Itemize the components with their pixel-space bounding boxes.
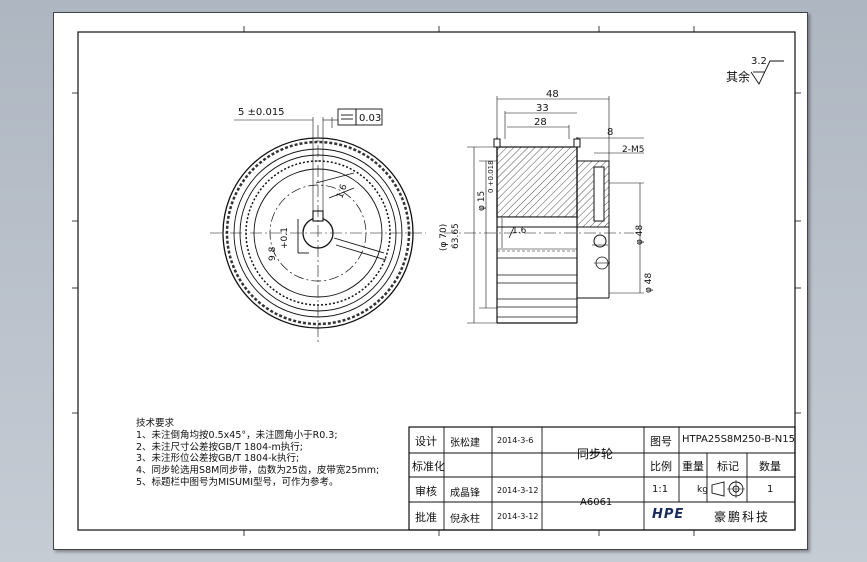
drawing-sheet: 其余 3.2 5 ±0.015 0.03 +0.1 9.8 1.6 48 33 … xyxy=(53,12,808,550)
note-item-1: 1、未注倒角均按0.5x45°，未注圆角小于R0.3; xyxy=(136,429,338,441)
tb-approve-label: 批准 xyxy=(415,511,437,524)
tb-part-name: 同步轮 xyxy=(577,447,614,461)
title-block-grid xyxy=(408,426,796,531)
dim-symmetry-tol: 0.03 xyxy=(359,113,381,124)
tb-design-name: 张松建 xyxy=(450,438,480,449)
dim-keyway-depth: 9.8 xyxy=(268,246,278,261)
dim-keyway-width: 5 ±0.015 xyxy=(238,107,285,118)
dim-length-33: 33 xyxy=(536,103,549,114)
dim-pitch-dia: 63.65 xyxy=(451,223,461,249)
roughness-text: 其余 xyxy=(726,69,750,84)
projection-symbol-icon xyxy=(711,480,745,498)
dim-shaft-tol: 0 +0.018 xyxy=(487,160,495,193)
tb-scale: 1:1 xyxy=(652,484,669,495)
tb-std-label: 标准化 xyxy=(412,460,445,473)
tb-company: 豪鹏科技 xyxy=(714,510,771,524)
notes-title: 技术要求 xyxy=(136,418,175,429)
tb-approve-date: 2014-3-12 xyxy=(497,512,539,521)
dim-length-28: 28 xyxy=(534,117,547,128)
side-view xyxy=(444,96,644,324)
dim-flange: 8 xyxy=(607,127,613,138)
tb-design-date: 2014-3-6 xyxy=(497,436,534,445)
tb-qty: 1 xyxy=(767,484,774,495)
roughness-symbol-icon xyxy=(750,60,784,85)
tb-material: A6061 xyxy=(580,497,613,508)
tb-check-label: 审核 xyxy=(415,485,437,498)
dim-tooth-angle: 1.6 xyxy=(335,183,349,200)
dim-hub-dia-2: φ 48 xyxy=(644,272,654,293)
tb-weight-unit: kg xyxy=(697,485,708,495)
drawing-canvas: 其余 3.2 5 ±0.015 0.03 +0.1 9.8 1.6 48 33 … xyxy=(72,26,801,536)
tb-weight-label: 重量 xyxy=(682,460,704,473)
tb-design-label: 设计 xyxy=(415,435,437,448)
note-item-5: 5、标题栏中图号为MISUMI型号，可作为参考。 xyxy=(136,476,339,488)
tb-mark-label: 标记 xyxy=(717,460,739,473)
tb-drawing-no-label: 图号 xyxy=(650,435,672,448)
dim-shaft-dia: φ 15 xyxy=(477,191,487,211)
dim-hub-dia: φ 48 xyxy=(635,224,645,245)
tb-drawing-no: HTPA25S8M250-B-N15 xyxy=(682,434,795,445)
dim-roughness-small: 1.6 xyxy=(512,226,527,236)
tb-check-date: 2014-3-12 xyxy=(497,486,539,495)
dim-bore-tol: +0.1 xyxy=(280,227,290,249)
note-item-2: 2、未注尺寸公差按GB/T 1804-m执行; xyxy=(136,441,304,453)
dim-hole: 2-M5 xyxy=(622,145,644,155)
tb-qty-label: 数量 xyxy=(759,460,781,473)
front-view xyxy=(210,108,426,343)
roughness-value: 3.2 xyxy=(751,56,767,67)
dim-outer-dia: (φ 70) xyxy=(439,224,449,251)
tb-check-name: 成晶锋 xyxy=(450,488,480,499)
note-item-4: 4、同步轮选用S8M同步带，齿数为25齿，皮带宽25mm; xyxy=(136,465,380,477)
tb-approve-name: 倪永柱 xyxy=(450,514,480,525)
note-item-3: 3、未注形位公差按GB/T 1804-k执行; xyxy=(136,453,300,465)
technical-notes: 技术要求 1、未注倒角均按0.5x45°，未注圆角小于R0.3; 2、未注尺寸公… xyxy=(136,418,436,489)
dim-overall-length: 48 xyxy=(546,89,559,100)
tb-scale-label: 比例 xyxy=(650,460,672,473)
company-logo: HPE xyxy=(652,507,685,522)
